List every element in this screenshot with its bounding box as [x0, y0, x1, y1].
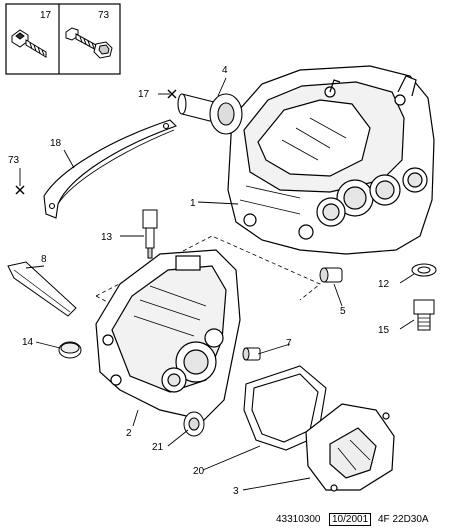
fastener-inset: 17 73 [5, 3, 121, 75]
callout-1: 1 [190, 198, 196, 209]
leader-lines [19, 77, 415, 491]
callout-2: 2 [126, 428, 132, 439]
screw-73-icon [65, 27, 113, 59]
callout-17: 17 [138, 89, 150, 100]
marker-73-icon [15, 185, 25, 195]
callout-73: 73 [8, 155, 20, 166]
screw-17-icon [11, 29, 47, 58]
gearbox-casing [95, 249, 241, 421]
bush-5 [319, 267, 343, 283]
callout-4: 4 [222, 65, 228, 76]
dipstick [7, 261, 77, 317]
seal-21 [183, 411, 205, 437]
callout-labels: 4 17 18 73 1 13 8 12 5 15 14 7 2 21 20 3 [8, 65, 390, 497]
inset-label-73: 73 [98, 10, 110, 21]
date-code: 10/2001 [329, 513, 372, 526]
callout-20: 20 [193, 466, 205, 477]
callout-15: 15 [378, 325, 390, 336]
bush-7 [242, 347, 261, 361]
drain-plug-15 [413, 299, 435, 331]
gasket-20 [243, 365, 327, 451]
inset-label-17: 17 [40, 10, 52, 21]
speed-sensor [142, 209, 158, 259]
callout-14: 14 [22, 337, 34, 348]
callout-7: 7 [286, 338, 292, 349]
model-code: 4F 22D30A [378, 514, 429, 525]
plug-14 [58, 341, 82, 359]
footer: 43310300 10/2001 4F 22D30A [0, 511, 450, 531]
reference-code: 43310300 [276, 514, 321, 525]
guide-tube [177, 93, 243, 135]
marker-17-icon [167, 89, 177, 99]
callout-21: 21 [152, 442, 164, 453]
callout-3: 3 [233, 486, 239, 497]
callout-18: 18 [50, 138, 62, 149]
callout-8: 8 [41, 254, 47, 265]
callout-13: 13 [101, 232, 113, 243]
cover-plate [43, 119, 178, 219]
washer-12 [411, 263, 437, 277]
end-cover-3 [305, 403, 395, 492]
clutch-housing [227, 65, 435, 255]
callout-5: 5 [340, 306, 346, 317]
callout-12: 12 [378, 279, 390, 290]
